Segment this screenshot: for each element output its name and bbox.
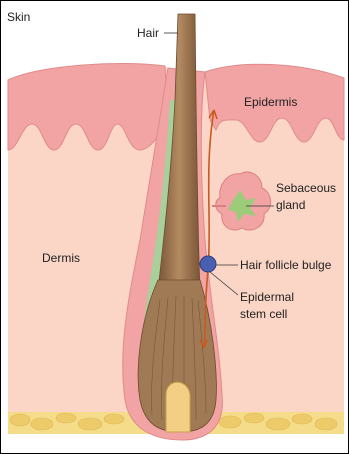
label-epidermis: Epidermis [244, 95, 297, 109]
label-epidermal: Epidermal [240, 290, 294, 304]
label-gland: gland [276, 198, 305, 212]
label-sebaceous: Sebaceous [276, 181, 336, 195]
label-hair-follicle-bulge: Hair follicle bulge [240, 258, 331, 272]
stem-cell [200, 256, 216, 272]
label-dermis: Dermis [42, 251, 80, 265]
corner-label: Skin [7, 10, 30, 24]
label-hair: Hair [137, 26, 159, 40]
label-stem-cell: stem cell [240, 307, 287, 321]
dermal-papilla [166, 382, 190, 432]
